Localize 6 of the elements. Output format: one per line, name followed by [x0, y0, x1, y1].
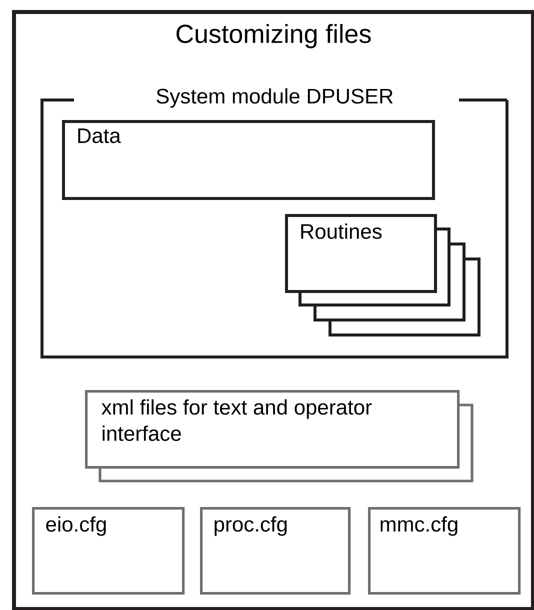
config-file-box: mmc.cfg: [368, 507, 521, 595]
config-file-box: proc.cfg: [200, 507, 351, 595]
routine-box-stack: Routines: [285, 214, 480, 336]
file-box-stack: xml files for text and operator interface: [85, 390, 474, 482]
config-file-box: eio.cfg: [32, 507, 185, 595]
data-box: Data: [62, 120, 435, 200]
